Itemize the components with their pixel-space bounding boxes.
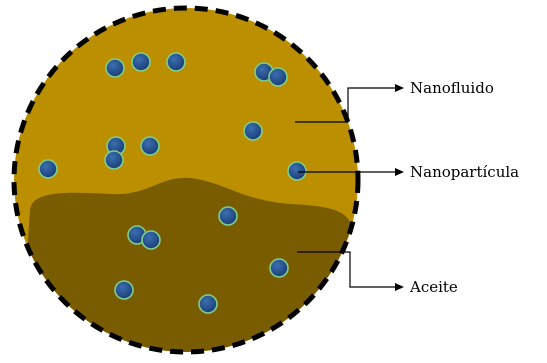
oil-arrowhead bbox=[395, 283, 404, 291]
nanoparticle bbox=[167, 53, 185, 71]
nanoparticle bbox=[39, 160, 57, 178]
nanofluid-arrowhead bbox=[395, 84, 404, 92]
label-nanoparticle: Nanopartícula bbox=[410, 163, 519, 181]
nanoparticle bbox=[199, 295, 217, 313]
nanoparticle bbox=[244, 122, 262, 140]
nanoparticle bbox=[288, 162, 306, 180]
nanoparticle-arrowhead bbox=[395, 168, 404, 176]
nanoparticle bbox=[270, 259, 288, 277]
nanoparticle bbox=[115, 281, 133, 299]
label-nanofluid: Nanofluido bbox=[410, 79, 494, 97]
nanoparticle bbox=[106, 59, 124, 77]
label-oil: Aceite bbox=[409, 278, 458, 296]
nanoparticle bbox=[142, 231, 160, 249]
nanoparticle bbox=[141, 137, 159, 155]
nanoparticle bbox=[269, 68, 287, 86]
nanoparticle bbox=[219, 207, 237, 225]
nanoparticle bbox=[132, 53, 150, 71]
oil-region bbox=[20, 178, 352, 358]
nanoparticle bbox=[105, 151, 123, 169]
